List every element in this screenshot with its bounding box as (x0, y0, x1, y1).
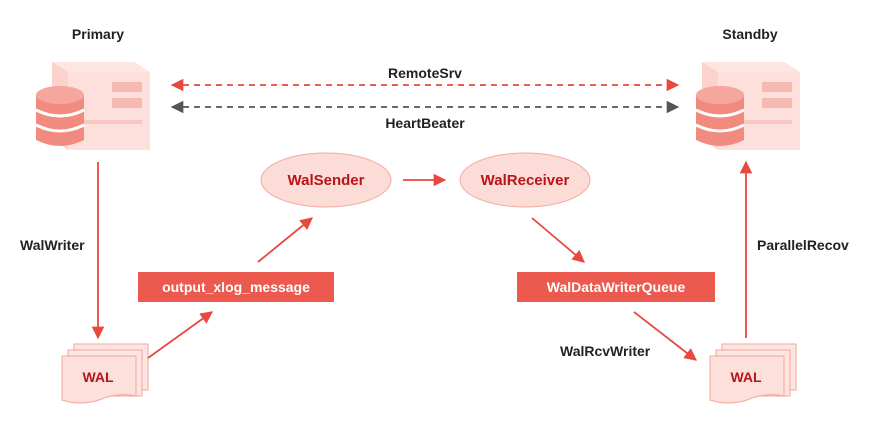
wal-data-writer-queue-label: WalDataWriterQueue (547, 279, 686, 295)
remote-srv-label: RemoteSrv (388, 65, 462, 81)
output-xlog-message-box (138, 272, 334, 302)
standby-wal-label: WAL (730, 369, 762, 385)
primary-title: Primary (72, 26, 124, 42)
primary-database-icon (35, 86, 85, 146)
standby-wal-file-icon (709, 343, 797, 404)
wal-sender-label: WalSender (288, 172, 365, 189)
primary-server-icon (35, 62, 150, 150)
wal-to-output-arrow (147, 311, 214, 359)
queue-to-standby-wal-arrow (633, 311, 697, 361)
primary-wal-file-icon (61, 343, 149, 404)
wal-receiver-label: WalReceiver (481, 172, 570, 189)
output-to-walsender-arrow (257, 217, 313, 263)
standby-server-icon (695, 62, 800, 150)
receiver-to-queue-arrow (531, 217, 585, 263)
parallel-recov-label: ParallelRecov (757, 237, 849, 253)
primary-wal-label: WAL (82, 369, 114, 385)
wal-writer-label: WalWriter (20, 237, 85, 253)
standby-title: Standby (722, 26, 777, 42)
wal-rcv-writer-label: WalRcvWriter (560, 343, 651, 359)
wal-data-writer-queue-box (517, 272, 715, 302)
wal-receiver-node (459, 152, 591, 208)
standby-database-icon (695, 86, 745, 146)
output-xlog-message-label: output_xlog_message (162, 279, 310, 295)
heart-beater-label: HeartBeater (385, 115, 465, 131)
wal-sender-node (260, 152, 392, 208)
